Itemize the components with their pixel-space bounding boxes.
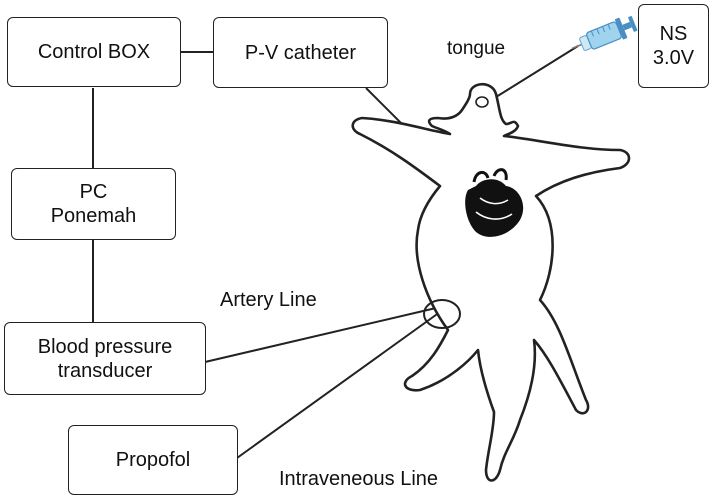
pc-ponemah-box: PC Ponemah xyxy=(11,168,176,240)
blood-pressure-label: Blood pressure xyxy=(37,335,173,358)
tongue-label: tongue xyxy=(447,38,506,59)
intravenous-line-label: Intraveneous Line xyxy=(279,468,439,490)
syringe-icon xyxy=(572,16,638,51)
intravenous-line xyxy=(236,311,441,459)
ns-voltage-box: NS 3.0V xyxy=(638,4,709,88)
pv-catheter-box: P-V catheter xyxy=(213,17,388,88)
propofol-label: Propofol xyxy=(115,449,191,471)
vessel-site-ellipse xyxy=(423,299,461,329)
pc-label: PC xyxy=(79,181,108,203)
rat-body-illustration xyxy=(351,82,631,482)
ponemah-label: Ponemah xyxy=(50,205,137,227)
heart-icon xyxy=(465,168,524,237)
control-box-label: Control BOX xyxy=(37,41,151,63)
arterial-line xyxy=(204,307,437,363)
ns-label: NS xyxy=(659,23,688,45)
propofol-box: Propofol xyxy=(68,425,238,495)
pv-catheter-label: P-V catheter xyxy=(244,41,357,64)
transducer-label: transducer xyxy=(57,359,153,382)
syringe-to-tongue-line xyxy=(487,45,579,103)
blood-pressure-transducer-box: Blood pressure transducer xyxy=(4,322,206,395)
control-box: Control BOX xyxy=(7,17,181,87)
artery-line-label: Artery Line xyxy=(220,289,317,311)
voltage-label: 3.0V xyxy=(652,47,695,69)
